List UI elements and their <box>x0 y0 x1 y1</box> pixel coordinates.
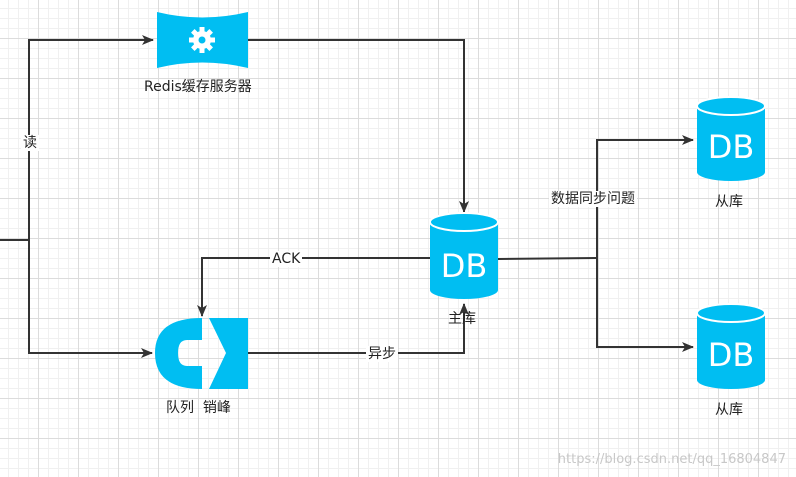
db-cylinder-icon <box>697 106 765 181</box>
queue-icon-right-half <box>209 318 248 389</box>
queue-node <box>155 318 248 389</box>
edge-redis-to-master <box>248 39 469 213</box>
edge-to-slave-2 <box>596 258 694 352</box>
db-cylinder-icon <box>697 313 765 389</box>
edge-label-ack: ACK <box>270 251 303 267</box>
edge-queue-to-master-async <box>248 303 469 354</box>
edge-to-slave-1 <box>596 135 694 258</box>
master-db-text: DB <box>440 247 488 285</box>
slave-db-1-text: DB <box>707 128 755 166</box>
queue-icon <box>155 318 202 389</box>
redis-server-node <box>157 12 248 68</box>
redis-server-label: Redis缓存服务器 <box>144 79 252 95</box>
slave-db-2-node <box>696 303 766 389</box>
db-cylinder-icon <box>430 222 498 299</box>
edge-master-to-slave-split <box>497 257 598 260</box>
edge-input-to-queue <box>28 240 153 358</box>
master-db-label: 主库 <box>448 311 476 327</box>
edge-label-async: 异步 <box>366 346 398 362</box>
slave-db-2-text: DB <box>707 336 755 374</box>
watermark: https://blog.csdn.net/qq_16804847 <box>557 452 786 467</box>
gear-icon <box>189 27 215 53</box>
queue-label: 队列 销峰 <box>166 400 231 416</box>
edge-master-ack-to-queue <box>197 257 430 317</box>
slave-db-1-label: 从库 <box>715 194 743 210</box>
slave-db-1-node <box>696 96 766 181</box>
edge-label-sync-issue: 数据同步问题 <box>549 191 637 207</box>
master-db-node <box>429 212 499 299</box>
connectors <box>0 35 694 358</box>
slave-db-2-label: 从库 <box>715 402 743 418</box>
edge-label-read: 读 <box>21 135 39 151</box>
